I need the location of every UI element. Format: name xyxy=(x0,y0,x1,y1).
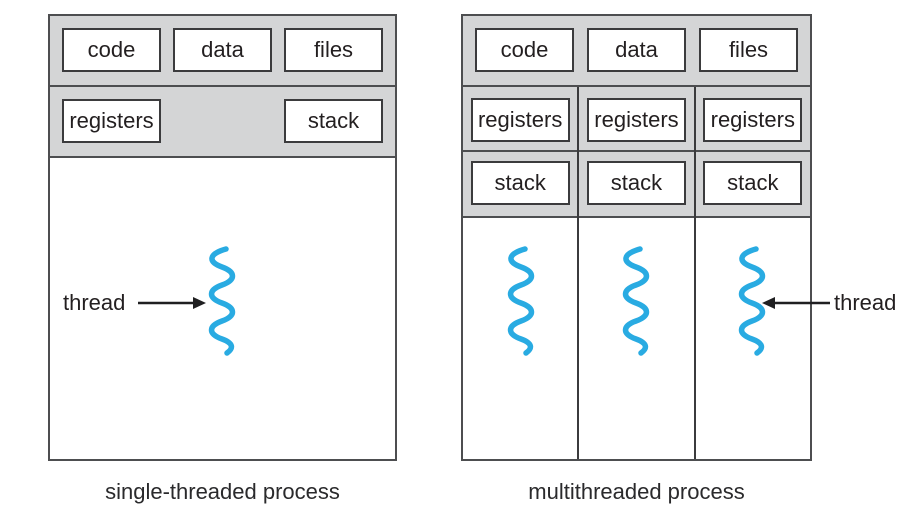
registers-box: registers xyxy=(703,98,803,142)
stack-box: stack xyxy=(284,99,383,143)
multithreaded-process-panel: code data files registers stack xyxy=(461,14,812,461)
code-box: code xyxy=(475,28,574,72)
caption-multithreaded: multithreaded process xyxy=(528,479,745,504)
registers-cell: registers xyxy=(695,87,810,152)
stack-box: stack xyxy=(703,161,803,205)
stack-label: stack xyxy=(307,108,360,133)
stack-cell: stack xyxy=(579,152,694,218)
code-box: code xyxy=(62,28,161,72)
caption-single-threaded: single-threaded process xyxy=(105,479,340,504)
data-box: data xyxy=(587,28,686,72)
stack-cell: stack xyxy=(463,152,578,218)
thread-label-right: thread xyxy=(834,290,897,315)
thread-resources-band-left: registers stack xyxy=(50,87,395,158)
registers-cell: registers xyxy=(579,87,694,152)
registers-box: registers xyxy=(62,99,161,143)
thread-columns: registers stack registers xyxy=(463,87,810,459)
registers-cell: registers xyxy=(463,87,578,152)
thread-area-3 xyxy=(695,218,810,459)
stack-cell: stack xyxy=(695,152,810,218)
stack-label: stack xyxy=(494,170,546,195)
registers-label: registers xyxy=(710,107,795,132)
stack-box: stack xyxy=(470,161,570,205)
data-box: data xyxy=(173,28,272,72)
registers-label: registers xyxy=(477,107,563,132)
arrow-left-icon xyxy=(762,297,830,309)
thread-column-1: registers stack xyxy=(463,87,578,459)
stack-label: stack xyxy=(727,170,779,195)
thread-label-left: thread xyxy=(63,290,126,315)
thread-area-2 xyxy=(579,218,694,459)
process-resources-band-left: code data files xyxy=(50,16,395,87)
registers-box: registers xyxy=(470,98,570,142)
thread-column-3: registers stack xyxy=(693,87,810,459)
files-box: files xyxy=(699,28,798,72)
files-box: files xyxy=(284,28,383,72)
stack-label: stack xyxy=(610,170,663,195)
code-label: code xyxy=(87,37,136,62)
files-label: files xyxy=(313,37,354,62)
thread-area-1 xyxy=(463,218,578,459)
stack-box: stack xyxy=(586,161,686,205)
code-label: code xyxy=(500,37,549,62)
single-threaded-process-panel: code data files registers stack xyxy=(48,14,397,461)
files-label: files xyxy=(728,37,769,62)
registers-box: registers xyxy=(586,98,686,142)
registers-label: registers xyxy=(69,108,154,133)
thread-column-2: registers stack xyxy=(577,87,694,459)
process-resources-band-right: code data files xyxy=(463,16,810,87)
arrow-right-icon xyxy=(138,297,206,309)
registers-label: registers xyxy=(594,107,679,132)
data-label: data xyxy=(201,37,244,62)
data-label: data xyxy=(615,37,658,62)
